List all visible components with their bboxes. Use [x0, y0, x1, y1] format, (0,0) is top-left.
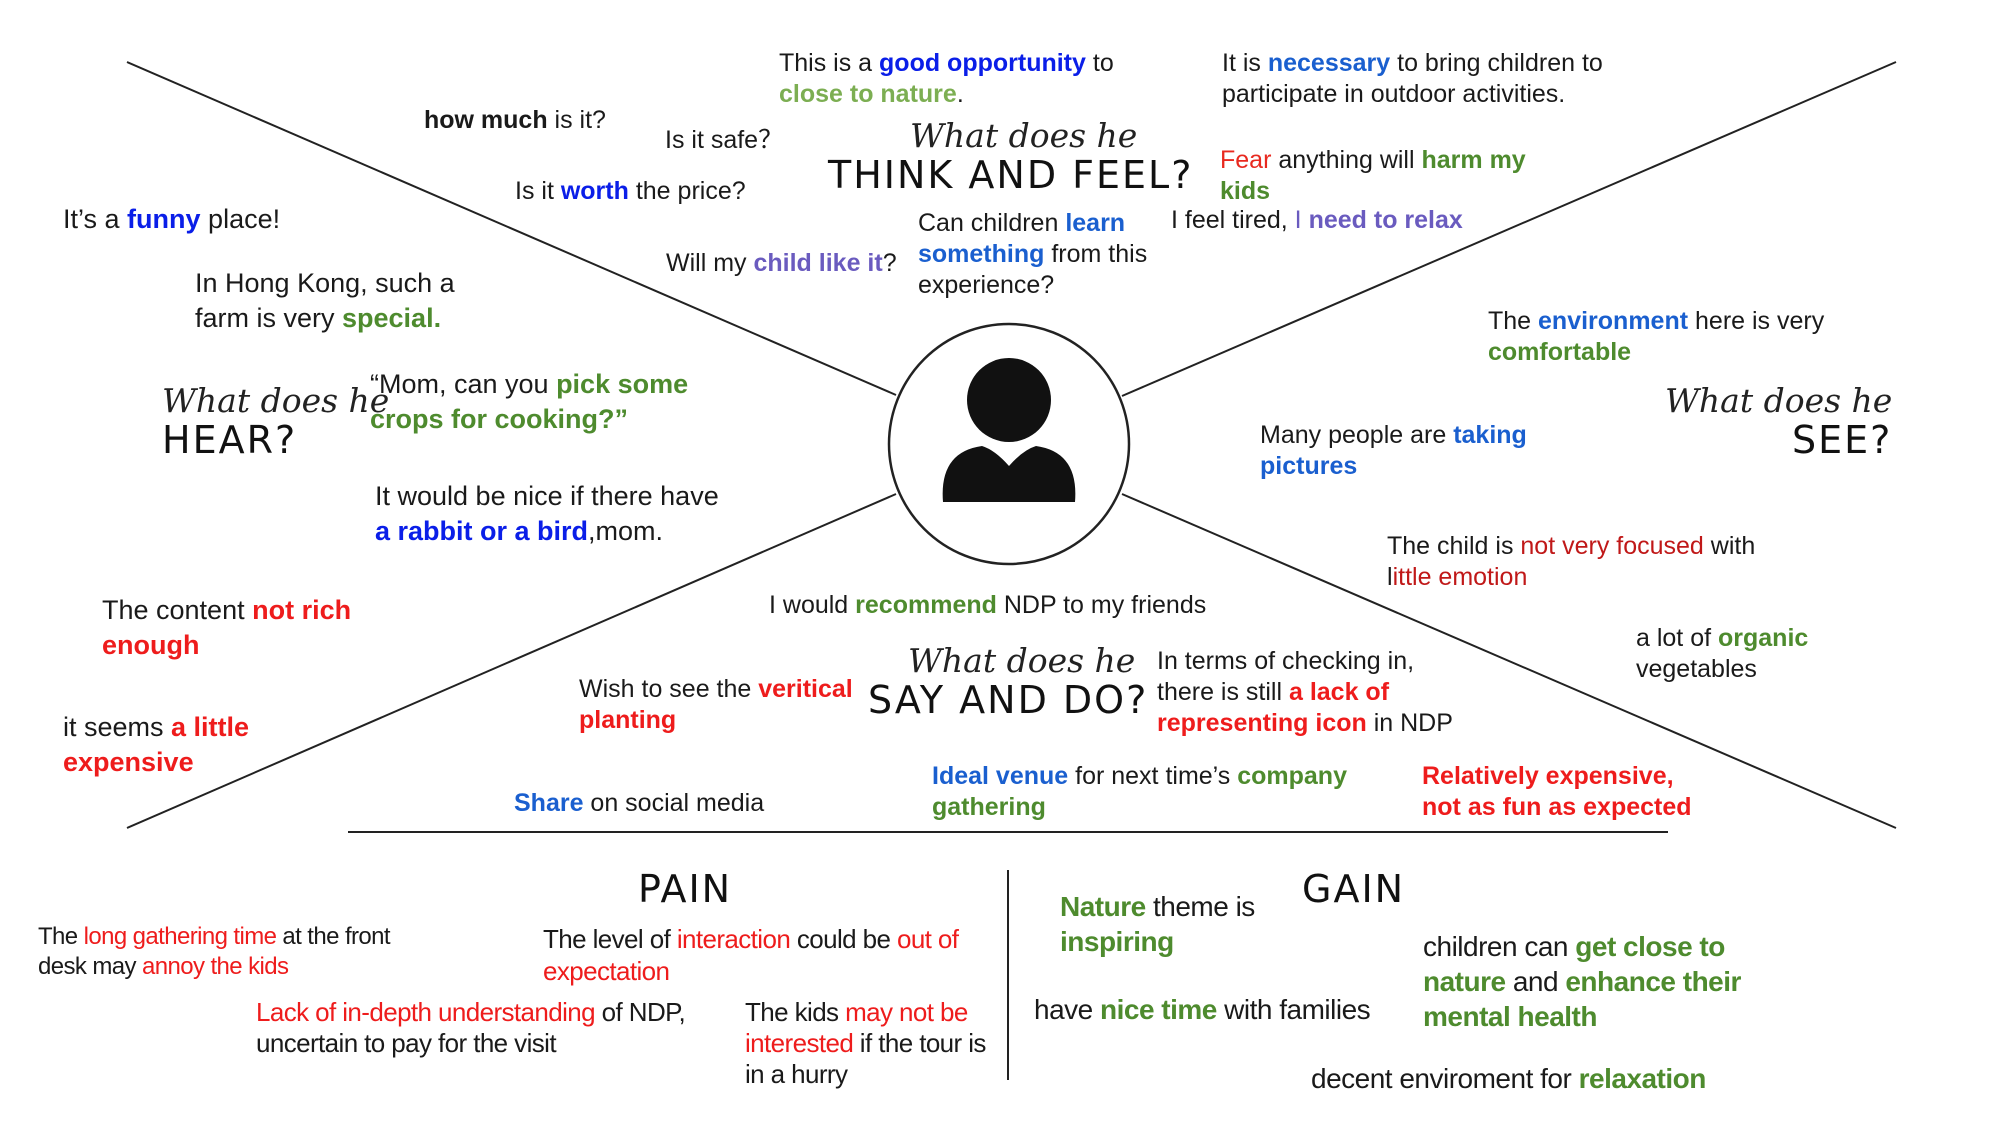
heading-caps: SEE?	[1792, 418, 1893, 462]
note-organic-vegetables: a lot of organic vegetables	[1636, 624, 1809, 683]
pain-long-gathering: The long gathering time at the front des…	[38, 923, 391, 980]
note-relatively-expensive: Relatively expensive, not as fun as expe…	[1422, 762, 1692, 821]
think-feel-heading: What does he THINK AND FEEL?	[828, 116, 1194, 197]
note-content-not-rich: The content not rich enough	[102, 595, 352, 660]
note-special-farm: In Hong Kong, such a farm is very specia…	[195, 268, 455, 333]
note-worth-price: Is it worth the price?	[515, 177, 746, 205]
note-funny-place: It’s a funny place!	[63, 204, 281, 234]
note-rabbit-bird: It would be nice if there have a rabbit …	[375, 481, 719, 546]
divider-line-bottom-left	[126, 493, 897, 829]
gain-close-to-nature: children can get close to nature and enh…	[1423, 931, 1741, 1032]
gain-nice-time: have nice time with families	[1034, 994, 1371, 1025]
center-circle	[887, 322, 1131, 566]
pain-lack-understanding: Lack of in-depth understanding of NDP, u…	[256, 997, 686, 1058]
note-little-expensive: it seems a little expensive	[63, 712, 250, 777]
pain-interaction: The level of interaction could be out of…	[543, 924, 959, 986]
user-silhouette-icon	[942, 358, 1076, 502]
note-fear: Fear anything will harm my kids	[1220, 146, 1526, 205]
pain-kids-not-interested: The kids may not be interested if the to…	[745, 997, 986, 1089]
note-share-social: Share on social media	[514, 789, 765, 817]
note-learn: Can children learn something from this e…	[918, 209, 1148, 299]
heading-caps: SAY AND DO?	[868, 678, 1149, 722]
note-child-not-focused: The child is not very focused with littl…	[1387, 532, 1756, 591]
note-good-opportunity: This is a good opportunity to close to n…	[779, 49, 1114, 108]
heading-script: What does he	[908, 641, 1136, 680]
gain-title: GAIN	[1302, 867, 1406, 911]
divider-line-top-right	[1121, 61, 1897, 397]
note-necessary: It is necessary to bring children to par…	[1222, 49, 1603, 108]
note-how-much: how much is it?	[424, 106, 606, 134]
note-tired: I feel tired, I need to relax	[1171, 206, 1463, 234]
heading-caps: HEAR?	[162, 418, 298, 462]
note-environment: The environment here is very comfortable	[1488, 307, 1825, 366]
note-is-it-safe: Is it safe？	[665, 126, 784, 154]
heading-script: What does he	[1665, 381, 1893, 420]
see-heading: What does he SEE?	[1665, 381, 1893, 462]
say-do-heading: What does he SAY AND DO?	[868, 641, 1149, 722]
note-recommend: I would recommend NDP to my friends	[769, 591, 1207, 619]
note-checking-in: In terms of checking in, there is still …	[1157, 647, 1453, 737]
gain-decent-environment: decent enviroment for relaxation	[1311, 1063, 1706, 1094]
gain-nature-theme: Nature theme is inspiring	[1060, 891, 1255, 957]
note-vertical-planting: Wish to see the veritical planting	[579, 675, 853, 734]
note-ideal-venue: Ideal venue for next time’s company gath…	[932, 762, 1347, 821]
pain-title: PAIN	[638, 867, 733, 911]
heading-caps: THINK AND FEEL?	[828, 153, 1194, 197]
divider-line-top-left	[126, 61, 897, 396]
hear-heading: What does he HEAR?	[162, 381, 390, 462]
divider-line-bottom-right	[1121, 493, 1897, 829]
note-pick-crops: “Mom, can you pick some crops for cookin…	[370, 369, 689, 434]
note-child-like: Will my child like it?	[666, 249, 897, 277]
heading-script: What does he	[910, 116, 1138, 155]
note-taking-pictures: Many people are taking pictures	[1260, 421, 1527, 480]
heading-script: What does he	[162, 381, 390, 420]
